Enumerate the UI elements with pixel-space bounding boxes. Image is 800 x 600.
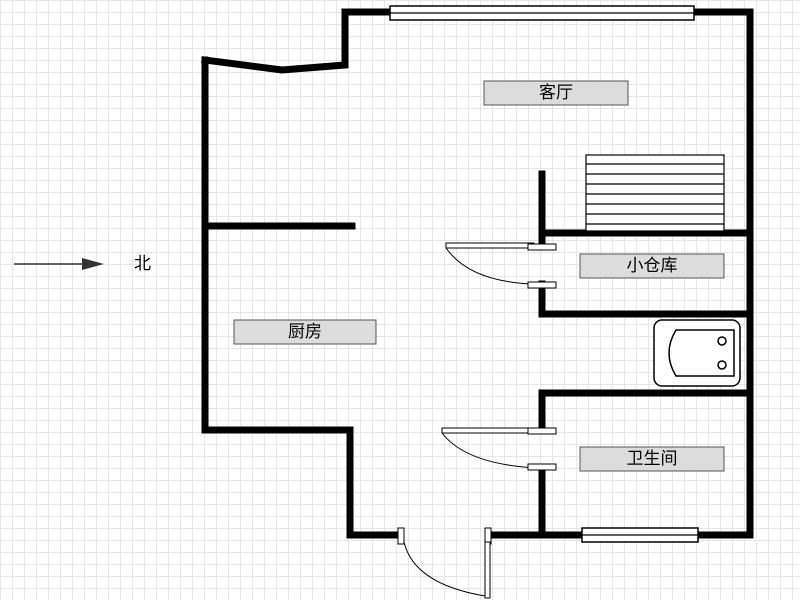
washbasin xyxy=(653,319,741,387)
north-arrow-icon xyxy=(82,258,104,270)
north-label: 北 xyxy=(134,254,151,274)
kitchen-label: 厨房 xyxy=(233,319,377,345)
storage-door xyxy=(445,242,557,289)
living-room-label: 客厅 xyxy=(483,80,629,106)
interior-walls xyxy=(204,170,754,539)
bathroom-door xyxy=(441,427,557,471)
entrance-door xyxy=(397,527,492,599)
storage-label: 小仓库 xyxy=(579,253,725,279)
bathroom-label: 卫生间 xyxy=(579,446,725,472)
windows xyxy=(389,5,699,543)
bathroom-name: 卫生间 xyxy=(627,449,678,469)
living-room-name: 客厅 xyxy=(539,83,573,103)
north-indicator: 北 xyxy=(14,254,151,274)
staircase xyxy=(585,154,725,232)
storage-name: 小仓库 xyxy=(627,256,678,276)
kitchen-name: 厨房 xyxy=(288,322,322,342)
